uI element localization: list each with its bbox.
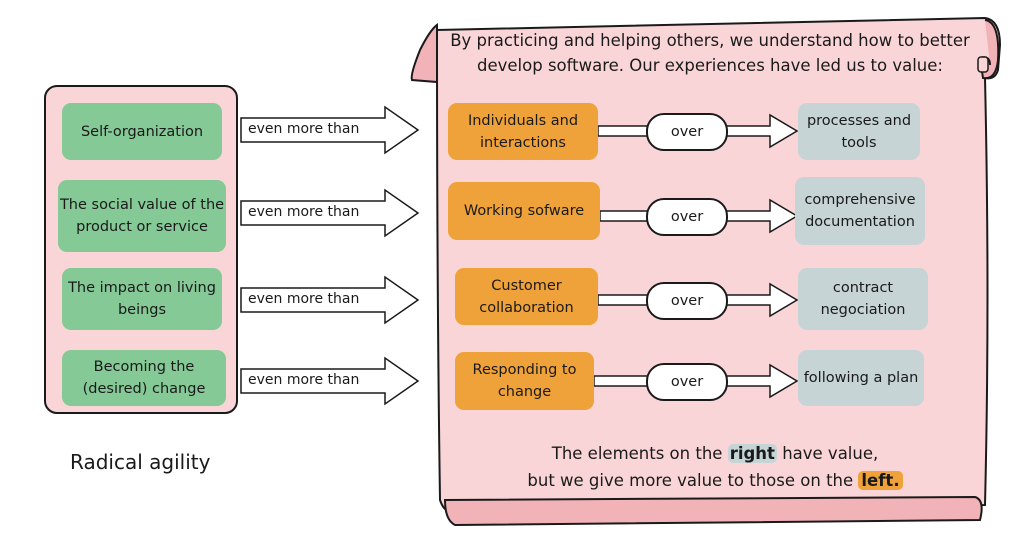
value-right: comprehensive documentation <box>795 177 925 245</box>
caption-radical-agility: Radical agility <box>70 450 211 474</box>
left-item: The impact on living beings <box>62 268 222 330</box>
left-item: The social value of the product or servi… <box>58 180 226 252</box>
value-left: Responding to change <box>455 352 594 410</box>
value-left: Individuals and interactions <box>448 103 598 160</box>
footer-text: The elements on the right have value, bu… <box>445 440 985 494</box>
value-right: contract negociation <box>798 268 928 330</box>
highlight-left: left. <box>858 471 903 490</box>
over-label: over <box>646 282 728 320</box>
value-left: Working sofware <box>448 182 600 240</box>
connector-label: even more than <box>248 291 360 307</box>
value-left: Customer collaboration <box>455 268 598 325</box>
value-right: processes and tools <box>798 103 920 160</box>
over-label: over <box>646 113 728 151</box>
over-label: over <box>646 198 728 236</box>
intro-text: By practicing and helping others, we und… <box>450 31 970 75</box>
footer-line-1: The elements on the right have value, <box>445 440 985 467</box>
connector-label: even more than <box>248 204 360 220</box>
left-item: Self-organization <box>62 103 222 160</box>
footer-text-part: The elements on the <box>551 444 723 463</box>
connector-label: even more than <box>248 372 360 388</box>
highlight-right: right <box>727 444 777 463</box>
over-label: over <box>646 363 728 401</box>
footer-text-part: have value, <box>782 444 879 463</box>
left-item: Becoming the (desired) change <box>62 350 226 406</box>
footer-line-2: but we give more value to those on the l… <box>445 467 985 494</box>
connector-label: even more than <box>248 121 360 137</box>
value-right: following a plan <box>798 350 924 406</box>
footer-text-part: but we give more value to those on the <box>527 471 854 490</box>
